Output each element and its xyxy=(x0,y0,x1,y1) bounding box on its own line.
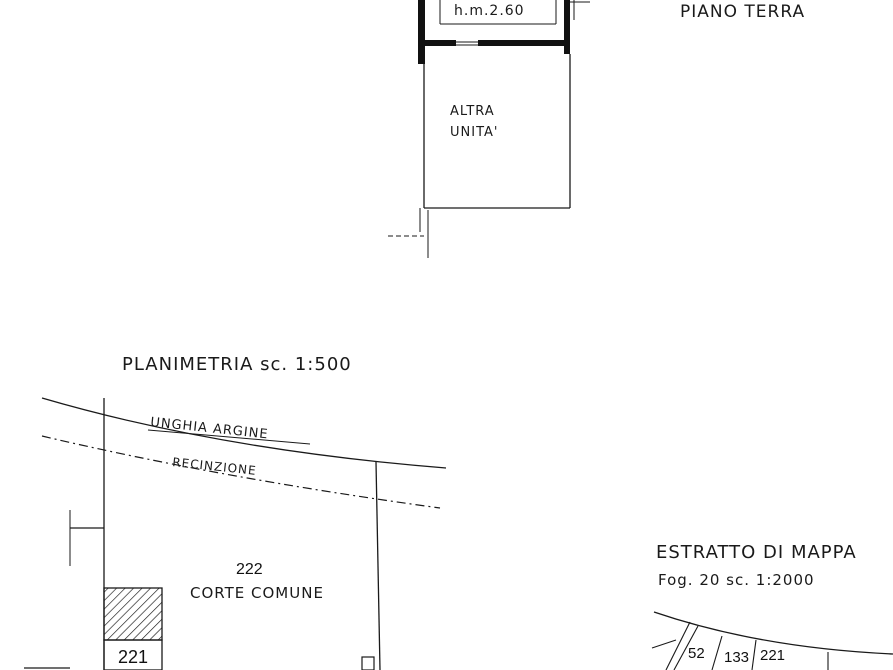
parcel-221-number: 221 xyxy=(118,647,148,667)
common-yard-label: CORTE COMUNE xyxy=(190,584,324,602)
wall-right xyxy=(564,0,570,54)
lot-right-boundary xyxy=(375,461,381,670)
map-parcel-221: 221 xyxy=(760,647,785,664)
embankment-line xyxy=(41,397,447,469)
map-extract-title: ESTRATTO DI MAPPA xyxy=(656,542,857,563)
fence-line xyxy=(41,435,441,509)
map-parcel-line-3 xyxy=(751,639,757,670)
wall-horizontal-left xyxy=(418,40,456,46)
embankment-label: UNGHIA ARGINE xyxy=(150,415,270,442)
map-parcel-line-1 xyxy=(665,621,691,670)
map-extract xyxy=(651,611,893,670)
small-structure xyxy=(361,656,375,670)
other-unit-label-line2: UNITA' xyxy=(450,125,498,140)
common-yard-number: 222 xyxy=(236,561,263,578)
other-unit-label-line1: ALTRA xyxy=(450,104,495,119)
height-label: h.m.2.60 xyxy=(454,3,525,19)
map-boundary-curve xyxy=(653,611,893,655)
parcel-221-box xyxy=(103,639,163,670)
ground-floor-plan xyxy=(388,0,590,258)
site-plan xyxy=(24,397,447,670)
map-parcel-line-2 xyxy=(711,635,723,670)
map-extract-sheet-label: Fog. 20 sc. 1:2000 xyxy=(658,571,815,589)
site-plan-title: PLANIMETRIA sc. 1:500 xyxy=(122,354,352,375)
wall-horizontal-right xyxy=(478,40,570,46)
parcel-221-hatch xyxy=(103,587,163,641)
fence-label: RECINZIONE xyxy=(172,455,258,478)
wall-left xyxy=(418,0,425,64)
map-parcel-52: 52 xyxy=(688,645,705,662)
embankment-label-underline xyxy=(147,429,311,445)
floor-label: PIANO TERRA xyxy=(680,2,805,22)
map-parcel-133: 133 xyxy=(724,649,749,666)
